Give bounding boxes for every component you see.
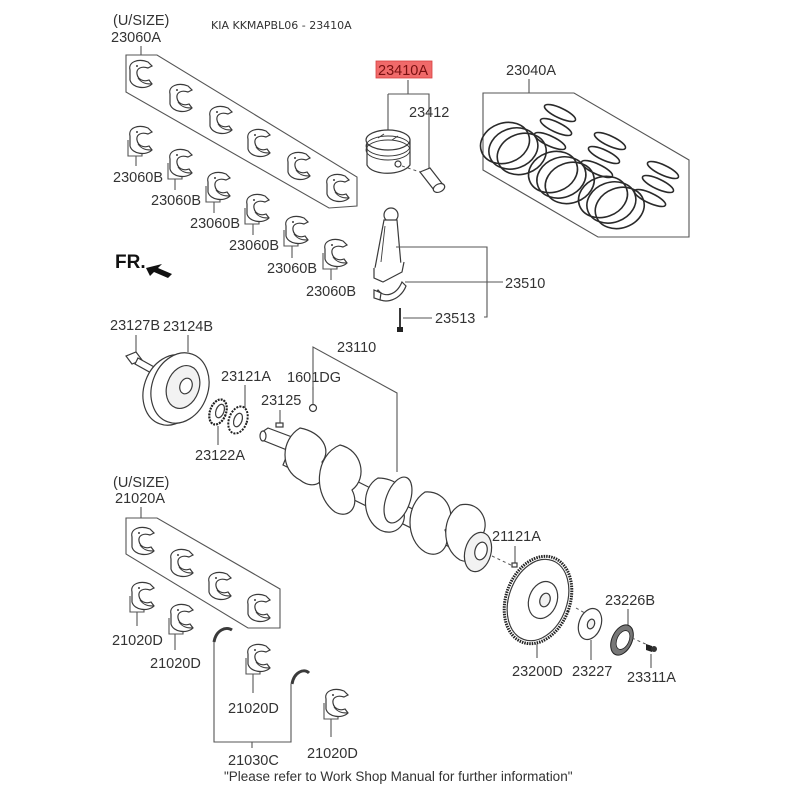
thrust-washer-icon[interactable] bbox=[290, 669, 311, 685]
part-label-23060b-5[interactable]: 23060B bbox=[267, 261, 317, 277]
part-label-23311a[interactable]: 23311A bbox=[627, 670, 676, 686]
bearing-shell-icon[interactable] bbox=[284, 216, 308, 246]
part-label-23227[interactable]: 23227 bbox=[572, 664, 612, 680]
bearing-shell-icon[interactable] bbox=[247, 593, 271, 623]
bearing-shell-icon[interactable] bbox=[324, 689, 348, 719]
lower-bearing-set-group: (U/SIZE) 21020A bbox=[113, 475, 281, 629]
thrust-washer-icon[interactable] bbox=[212, 627, 233, 643]
front-end-group: 23127B 23124B 23121A 23122A 23125 16 bbox=[110, 318, 341, 464]
connecting-rod-icon[interactable] bbox=[373, 207, 405, 283]
part-label-23412[interactable]: 23412 bbox=[409, 105, 449, 121]
drive-plate-icon[interactable] bbox=[493, 547, 584, 653]
part-label-21020d-1[interactable]: 21020D bbox=[112, 633, 163, 649]
bearing-shell-icon[interactable] bbox=[208, 571, 232, 601]
part-label-23110[interactable]: 23110 bbox=[337, 340, 376, 356]
crank-gear-icon[interactable] bbox=[206, 397, 230, 427]
part-label-23410a[interactable]: 23410A bbox=[378, 63, 428, 79]
dowel-pin-icon[interactable] bbox=[511, 562, 518, 568]
bearing-shell-icon[interactable] bbox=[206, 172, 230, 202]
part-label-21121a[interactable]: 21121A bbox=[492, 529, 541, 545]
part-label-23121a[interactable]: 23121A bbox=[221, 369, 271, 385]
part-label-21030c[interactable]: 21030C bbox=[228, 753, 279, 769]
conn-rod-bearings: 23060B 23060B 23060B 23060B 23060B 23060… bbox=[113, 126, 356, 300]
front-direction-indicator: FR. bbox=[115, 252, 172, 278]
rod-bolt-icon[interactable] bbox=[397, 308, 403, 332]
bearing-shell-icon[interactable] bbox=[129, 59, 153, 89]
key-icon[interactable] bbox=[275, 422, 284, 428]
part-label-23226b[interactable]: 23226B bbox=[605, 593, 655, 609]
part-label-23060b-4[interactable]: 23060B bbox=[229, 238, 279, 254]
bearing-shell-icon[interactable] bbox=[245, 194, 269, 224]
plug-icon[interactable] bbox=[308, 403, 318, 413]
part-label-23060b-6[interactable]: 23060B bbox=[306, 284, 356, 300]
reinforcement-plate-icon[interactable] bbox=[606, 621, 638, 658]
bearing-shell-icon[interactable] bbox=[246, 644, 270, 674]
piston-ring-set-group: 23040A bbox=[473, 63, 690, 238]
bearing-shell-icon[interactable] bbox=[170, 548, 194, 578]
part-label-21020d-4[interactable]: 21020D bbox=[307, 746, 358, 762]
drive-plate-group: 21121A 23200D 23227 23226B bbox=[491, 529, 676, 686]
bearing-shell-icon[interactable] bbox=[287, 151, 311, 181]
part-label-23060b-3[interactable]: 23060B bbox=[190, 216, 240, 232]
bearing-shell-icon[interactable] bbox=[323, 239, 347, 269]
piston-icon[interactable] bbox=[365, 129, 411, 174]
lower-bearing-set-frame bbox=[125, 507, 281, 629]
part-label-23040a[interactable]: 23040A bbox=[506, 63, 556, 79]
bearing-shell-icon[interactable] bbox=[168, 149, 192, 179]
part-label-23200d[interactable]: 23200D bbox=[512, 664, 563, 680]
upper-bearing-set-frame bbox=[125, 46, 358, 209]
plate-bolt-icon[interactable] bbox=[646, 644, 657, 652]
main-bearings: 21020D 21020D 21020D 21020D bbox=[112, 582, 358, 762]
lower-bearing-set-qualifier: (U/SIZE) bbox=[113, 475, 169, 491]
lower-bearing-set-label[interactable]: 21020A bbox=[115, 491, 165, 507]
part-label-23510[interactable]: 23510 bbox=[505, 276, 545, 292]
part-label-23125[interactable]: 23125 bbox=[261, 393, 301, 409]
part-label-23513[interactable]: 23513 bbox=[435, 311, 475, 327]
crankshaft-icon[interactable] bbox=[259, 427, 496, 575]
bearing-shell-icon[interactable] bbox=[131, 526, 155, 556]
rod-cap-icon[interactable] bbox=[373, 280, 407, 302]
bearing-shell-icon[interactable] bbox=[209, 105, 233, 135]
diagram-title: KIA KKMAPBL06 - 23410A bbox=[211, 19, 352, 32]
front-label: FR. bbox=[115, 252, 146, 273]
thrust-washer-group: 21030C bbox=[212, 627, 311, 769]
bearing-shell-icon[interactable] bbox=[247, 128, 271, 158]
bearing-shell-icon[interactable] bbox=[169, 604, 193, 634]
highlight-box bbox=[375, 60, 433, 79]
upper-bearing-set-qualifier: (U/SIZE) bbox=[113, 13, 169, 29]
part-label-23124b[interactable]: 23124B bbox=[163, 319, 213, 335]
bearing-shell-icon[interactable] bbox=[128, 126, 152, 156]
bearing-shell-icon[interactable] bbox=[130, 582, 154, 612]
part-label-1601dg[interactable]: 1601DG bbox=[287, 370, 341, 386]
part-label-23060b-1[interactable]: 23060B bbox=[113, 170, 163, 186]
upper-bearing-set-group: (U/SIZE) 23060A bbox=[111, 13, 358, 209]
crank-sprocket-icon[interactable] bbox=[225, 404, 251, 436]
connecting-rod-group: 23510 23513 bbox=[373, 207, 545, 332]
adapter-plate-icon[interactable] bbox=[574, 605, 606, 643]
bearing-shell-icon[interactable] bbox=[169, 83, 193, 113]
piston-ring-set-frame bbox=[482, 92, 690, 238]
crankshaft-group: 23110 bbox=[259, 340, 496, 575]
part-label-21020d-3[interactable]: 21020D bbox=[228, 701, 279, 717]
piston-pin-icon[interactable] bbox=[419, 167, 446, 194]
front-arrow-icon bbox=[146, 264, 172, 278]
piston-assembly-group: 23410A 23412 bbox=[365, 60, 449, 194]
part-label-23060b-2[interactable]: 23060B bbox=[151, 193, 201, 209]
bearing-shell-icon[interactable] bbox=[326, 173, 350, 203]
part-label-23127b[interactable]: 23127B bbox=[110, 318, 160, 334]
footer-note: "Please refer to Work Shop Manual for fu… bbox=[224, 769, 573, 784]
damper-pulley-icon[interactable] bbox=[133, 345, 218, 434]
piston-ring-icon[interactable] bbox=[473, 100, 682, 237]
part-label-23122a[interactable]: 23122A bbox=[195, 448, 245, 464]
part-label-21020d-2[interactable]: 21020D bbox=[150, 656, 201, 672]
upper-bearing-set-label[interactable]: 23060A bbox=[111, 30, 161, 46]
